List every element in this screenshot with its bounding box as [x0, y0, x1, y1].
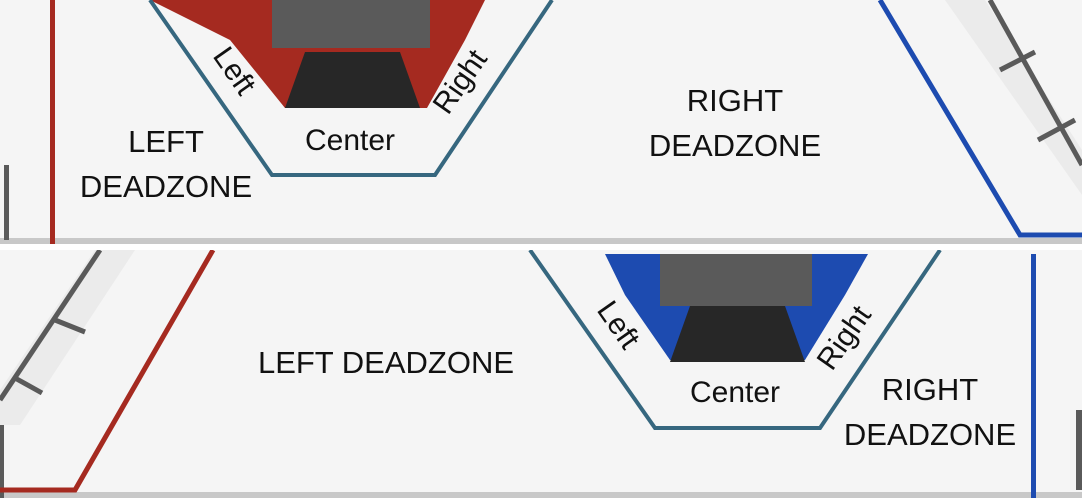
- ramp-tick: [1036, 117, 1077, 143]
- panel-divider: [0, 244, 1082, 250]
- right-boundary-line: [1031, 254, 1036, 498]
- ramp-edge: [987, 0, 1082, 167]
- right-boundary-line: [877, 0, 1082, 238]
- left-deadzone-label: LEFT DEADZONE: [258, 345, 514, 380]
- zone-outline: [148, 0, 554, 177]
- goal-block: [272, 0, 430, 48]
- bottom-diagram: LEFT DEADZONE Left Right Center RIGHT DE…: [0, 250, 1082, 498]
- label-center: Center: [690, 376, 780, 409]
- ramp-tick: [998, 49, 1037, 73]
- lane-edge: [0, 238, 1082, 244]
- right-deadzone-line1: RIGHT: [687, 83, 784, 118]
- goal-center-area: [670, 306, 805, 362]
- left-deadzone-line1: LEFT: [128, 124, 204, 159]
- top-diagram: Left Right Center LEFT DEADZONE RIGHT DE…: [0, 0, 1082, 244]
- ramp-edge: [0, 250, 103, 402]
- zone-outline: [528, 250, 942, 430]
- goal-center-area: [285, 52, 420, 108]
- wall-segment: [1076, 410, 1082, 490]
- ramp-tick: [13, 375, 44, 396]
- right-deadzone-line1: RIGHT: [882, 372, 979, 407]
- top-panel: Left Right Center LEFT DEADZONE RIGHT DE…: [0, 0, 1082, 244]
- right-deadzone-line2: DEADZONE: [649, 128, 821, 163]
- label-center: Center: [305, 124, 395, 157]
- wall-segment: [0, 425, 4, 498]
- bottom-panel: LEFT DEADZONE Left Right Center RIGHT DE…: [0, 250, 1082, 498]
- right-deadzone-line2: DEADZONE: [844, 417, 1016, 452]
- ramp-surface: [0, 250, 135, 425]
- left-deadzone-line2: DEADZONE: [80, 169, 252, 204]
- lane-edge: [0, 492, 1082, 498]
- left-boundary-line: [50, 0, 55, 244]
- goal-block: [660, 254, 812, 306]
- left-boundary-line: [0, 250, 216, 493]
- ramp-surface: [945, 0, 1082, 195]
- wall-segment: [4, 165, 9, 240]
- ramp-tick: [54, 317, 86, 335]
